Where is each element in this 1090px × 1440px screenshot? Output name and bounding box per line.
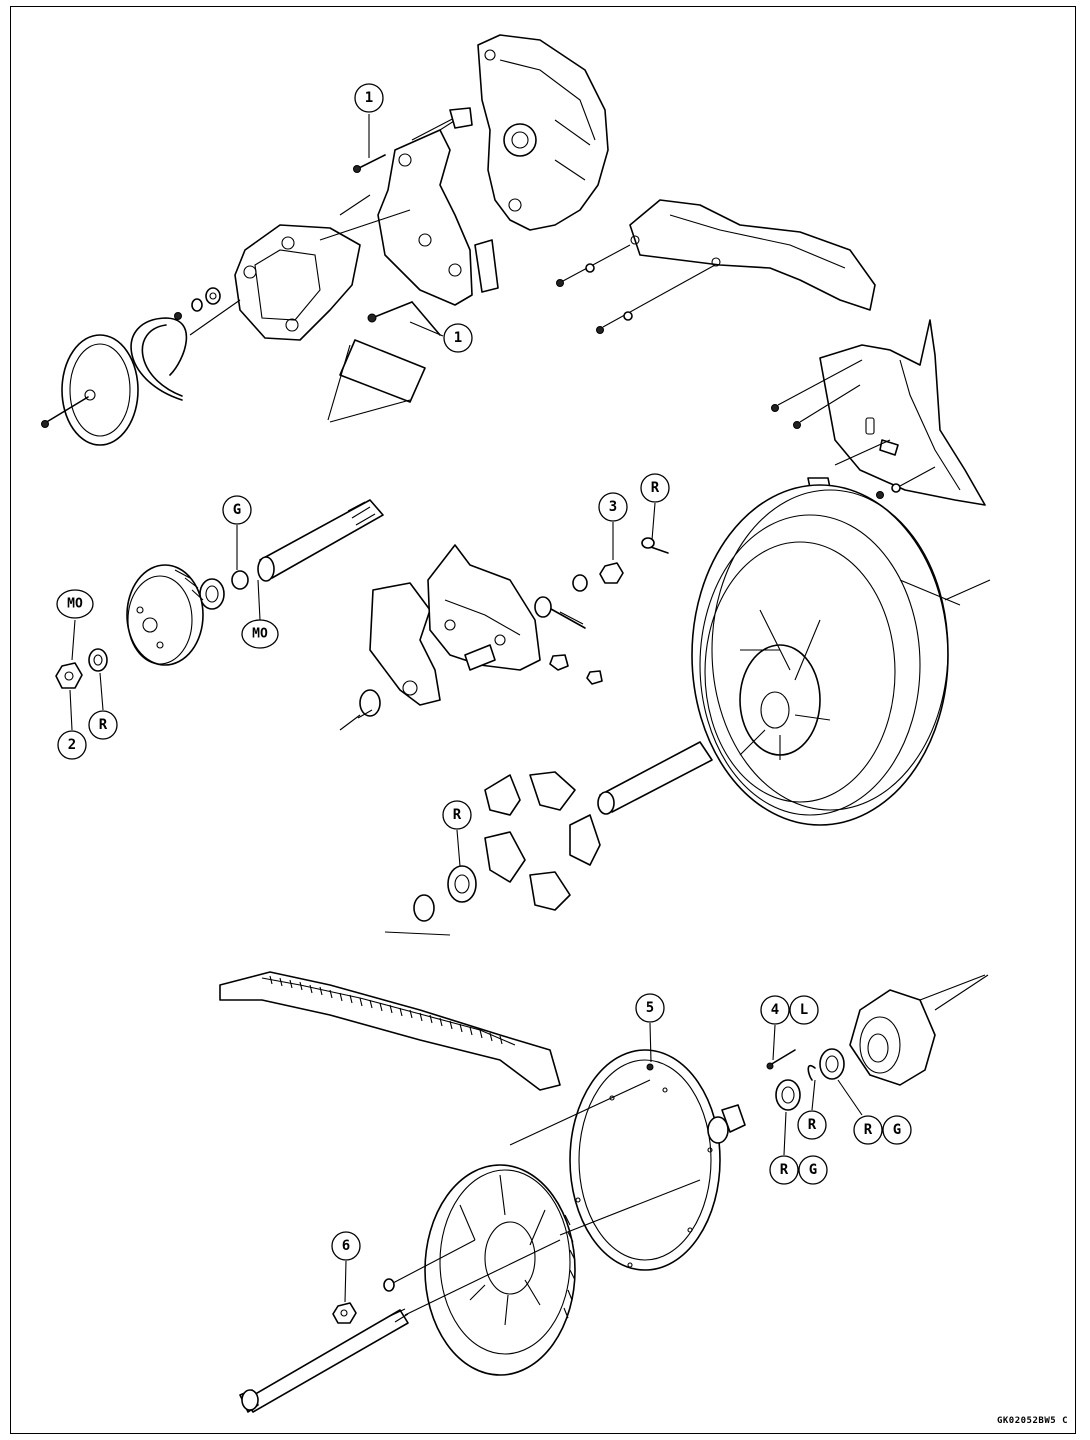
svg-text:G: G bbox=[809, 1162, 817, 1178]
leader-lines bbox=[69, 114, 863, 1303]
callout-r-cotter: R bbox=[640, 473, 670, 503]
wheel-bearing-and-collar bbox=[384, 865, 477, 936]
svg-text:MO: MO bbox=[67, 597, 83, 612]
svg-text:R: R bbox=[651, 480, 660, 496]
torque-link-bracket bbox=[369, 544, 541, 706]
bracket-collar bbox=[339, 689, 381, 731]
drive-pulley bbox=[126, 564, 204, 666]
snap-ring bbox=[130, 317, 188, 401]
pulley-nut-and-washer bbox=[55, 648, 108, 689]
drive-belt bbox=[219, 971, 561, 1091]
callout-1-bottom: 1 bbox=[443, 323, 473, 353]
svg-text:2: 2 bbox=[68, 737, 76, 753]
axle-nut-and-washer bbox=[332, 1239, 476, 1324]
rear-cover bbox=[771, 319, 986, 506]
o-ring-g bbox=[231, 570, 249, 590]
diagram-frame bbox=[10, 6, 1076, 1434]
svg-text:1: 1 bbox=[454, 330, 462, 346]
svg-text:R: R bbox=[864, 1122, 873, 1138]
callout-2: 2 bbox=[57, 730, 87, 760]
svg-text:R: R bbox=[99, 717, 108, 733]
svg-text:6: 6 bbox=[342, 1238, 350, 1254]
sprocket-plate bbox=[569, 1049, 721, 1271]
svg-text:MO: MO bbox=[252, 627, 268, 642]
svg-text:R: R bbox=[808, 1117, 817, 1133]
caliper-bracket bbox=[377, 107, 499, 306]
svg-text:R: R bbox=[780, 1162, 789, 1178]
callout-r-bearing: R bbox=[442, 800, 472, 830]
callout-6: 6 bbox=[331, 1231, 361, 1261]
drive-shaft bbox=[257, 499, 384, 582]
callout-r-g-hub-left: R G bbox=[769, 1155, 828, 1185]
callout-4: 4 bbox=[760, 995, 790, 1025]
callout-mo-left: MO bbox=[56, 589, 94, 619]
svg-text:5: 5 bbox=[646, 1000, 654, 1016]
svg-text:4: 4 bbox=[771, 1002, 779, 1018]
hub-seals-bearings bbox=[707, 1048, 845, 1144]
callout-1-top: 1 bbox=[354, 83, 384, 113]
small-fasteners-top bbox=[174, 287, 241, 336]
bolt-1-bottom bbox=[367, 301, 441, 336]
callout-mo-shaft: MO bbox=[241, 619, 279, 649]
callout-r-circlip: R bbox=[797, 1110, 827, 1140]
svg-text:1: 1 bbox=[365, 90, 373, 106]
figure-code: GK02052BW5 C bbox=[996, 1416, 1068, 1426]
spacer-collar bbox=[199, 578, 225, 610]
torque-bolt bbox=[534, 537, 669, 685]
svg-text:G: G bbox=[893, 1122, 901, 1138]
callout-g-oring: G bbox=[222, 495, 252, 525]
rear-wheel bbox=[691, 484, 991, 826]
svg-text:R: R bbox=[453, 807, 462, 823]
upper-fender bbox=[629, 199, 876, 311]
caliper-cover bbox=[234, 194, 411, 341]
callout-r-g-hub-right: R G bbox=[853, 1115, 912, 1145]
callout-3: 3 bbox=[598, 492, 628, 522]
hub-coupling bbox=[849, 974, 989, 1086]
svg-text:G: G bbox=[233, 502, 241, 518]
wheel-dampers bbox=[484, 771, 601, 911]
callout-r-washer: R bbox=[88, 710, 118, 740]
bolt-1-top bbox=[353, 154, 386, 173]
rear-axle bbox=[239, 1239, 561, 1413]
svg-text:3: 3 bbox=[609, 499, 617, 515]
callout-l: L bbox=[789, 995, 819, 1025]
caliper-assembly bbox=[477, 34, 609, 231]
brake-pad bbox=[327, 339, 426, 423]
svg-text:L: L bbox=[800, 1002, 808, 1018]
wheel-axle-spacer bbox=[597, 741, 713, 815]
rear-sprocket bbox=[424, 1079, 701, 1376]
fender-screws bbox=[556, 244, 716, 334]
callout-5: 5 bbox=[635, 993, 665, 1023]
end-cap bbox=[41, 334, 139, 446]
